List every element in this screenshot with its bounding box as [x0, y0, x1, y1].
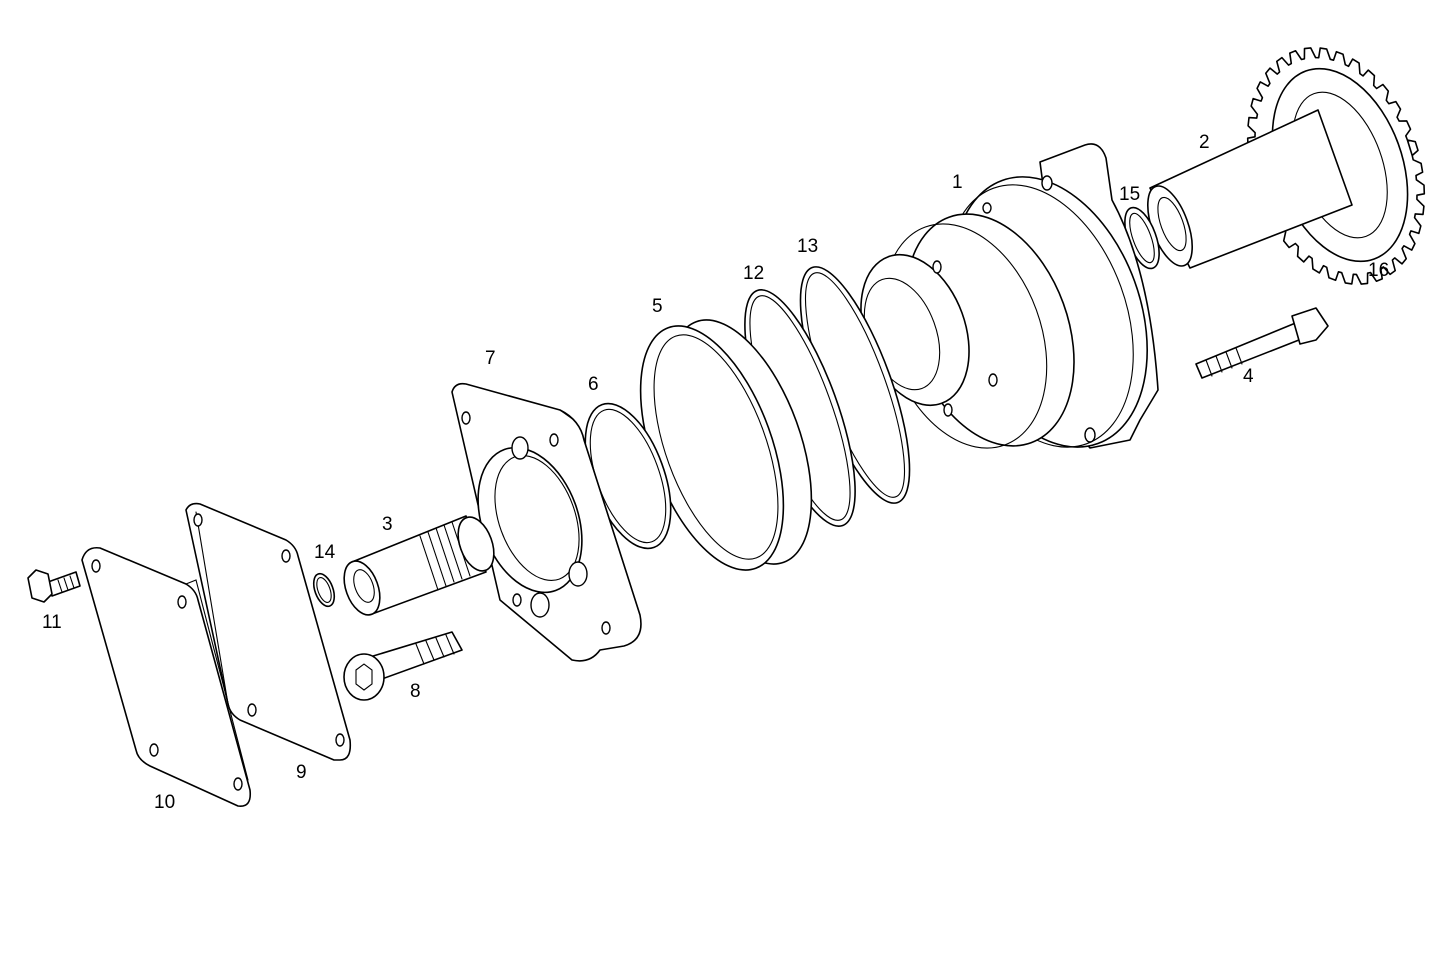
- callout-15: 15: [1119, 184, 1140, 205]
- callout-6: 6: [588, 374, 599, 395]
- part-1-housing: [860, 143, 1159, 449]
- part-3-coupling: [343, 515, 495, 616]
- part-11-hex-bolt: [27, 569, 81, 603]
- callout-12: 12: [743, 263, 764, 284]
- part-8-screw: [343, 631, 463, 701]
- callout-1: 1: [952, 172, 963, 193]
- part-9-gasket: [185, 502, 352, 761]
- part-7-flange-plate: [451, 382, 642, 662]
- callout-5: 5: [652, 296, 663, 317]
- callout-2: 2: [1199, 132, 1210, 153]
- callout-10: 10: [154, 792, 175, 813]
- part-14-o-ring: [312, 572, 336, 608]
- part-4-bolt: [1195, 307, 1329, 379]
- callout-8: 8: [410, 681, 421, 702]
- callout-14: 14: [314, 542, 336, 563]
- part-10-cover-plate: [81, 546, 252, 807]
- callout-3: 3: [382, 514, 393, 535]
- callout-labels: 1 2 3 4 5 6 7 8 9 10 11 12 13 14 15 16: [42, 132, 1389, 813]
- callout-13: 13: [797, 236, 818, 257]
- callout-4: 4: [1243, 366, 1254, 387]
- callout-7: 7: [485, 348, 496, 369]
- callout-11: 11: [42, 612, 62, 633]
- part-5-sleeve-ring: [639, 319, 813, 571]
- callout-16: 16: [1368, 260, 1389, 281]
- callout-9: 9: [296, 762, 307, 783]
